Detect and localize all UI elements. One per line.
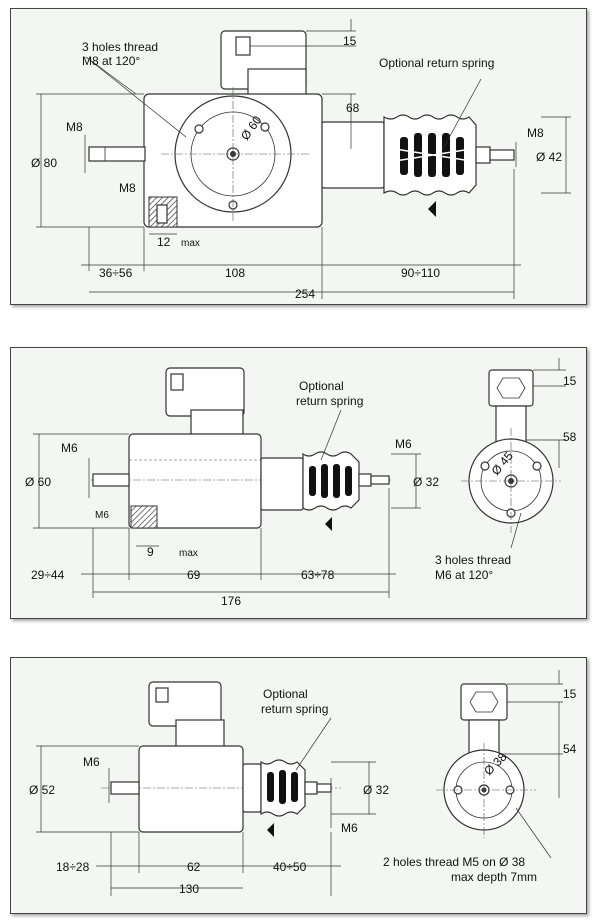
bellows-assembly: [260, 451, 390, 531]
dim-rod-left: M6: [61, 441, 78, 455]
drawing-panel-medium: Optional return spring M6 Ø 60 M6 9 max …: [10, 347, 587, 619]
end-view: [461, 369, 561, 533]
spring-note-line2: return spring: [261, 702, 328, 716]
holes-note-line1: 3 holes thread: [435, 553, 511, 567]
dimension-labels: Optional return spring M6 Ø 60 M6 9 max …: [25, 374, 577, 608]
spring-note: Optional return spring: [379, 56, 494, 70]
connector-housing: [220, 30, 307, 98]
drawing-panel-small: Optional return spring M6 Ø 52 Ø 32 M6 1…: [10, 657, 587, 914]
spring-note-line1: Optional: [263, 687, 308, 701]
dimension-lines: [33, 358, 566, 598]
mounting-lug: [148, 196, 178, 228]
dim-slot: 9: [147, 545, 154, 559]
dim-height: 58: [563, 430, 577, 444]
dim-rod-right: M8: [527, 126, 544, 140]
dim-bellows-diam: Ø 42: [536, 150, 562, 164]
dim-total: 176: [221, 594, 241, 608]
dim-rod-right: M6: [395, 437, 412, 451]
drawing-small: Optional return spring M6 Ø 52 Ø 32 M6 1…: [29, 670, 577, 896]
dim-rod-left: M8: [66, 120, 83, 134]
dim-left-stroke: 29÷44: [31, 568, 65, 582]
dim-rod-right: M6: [341, 821, 358, 835]
dim-max: max: [181, 238, 200, 249]
dim-rod-left: M6: [83, 755, 100, 769]
spring-note-line2: return spring: [296, 394, 363, 408]
connector-housing: [165, 367, 245, 437]
dim-bellows-diam: Ø 32: [363, 783, 389, 797]
dimension-lines: [36, 670, 563, 896]
dim-side-thread: M8: [119, 181, 136, 195]
left-rod: [88, 146, 146, 162]
drawing-large: 3 holes thread M8 at 120° Optional retur…: [31, 19, 571, 301]
dim-right-stroke: 90÷110: [401, 266, 440, 280]
dim-connector: 15: [343, 34, 357, 48]
mounting-lug: [130, 505, 158, 529]
dim-slot: 12: [157, 235, 171, 249]
solenoid-body: [143, 87, 323, 228]
dim-height: 68: [346, 101, 360, 115]
bellows-assembly: [321, 114, 515, 217]
dim-right-stroke: 40÷50: [273, 860, 307, 874]
dim-body-len: 62: [187, 860, 201, 874]
holes-note-line1: 2 holes thread M5 on Ø 38: [383, 855, 525, 869]
holes-note-line1: 3 holes thread: [82, 40, 158, 54]
dim-body-len: 108: [225, 266, 245, 280]
dim-body-diam: Ø 80: [31, 156, 57, 170]
dim-body-diam: Ø 60: [25, 475, 51, 489]
dim-max: max: [179, 548, 198, 559]
dim-side-thread: M6: [95, 510, 109, 521]
dim-height: 54: [563, 742, 577, 756]
holes-note-line2: M6 at 120°: [435, 568, 493, 582]
dim-right-stroke: 63÷78: [301, 568, 335, 582]
dim-connector: 15: [563, 687, 577, 701]
spring-note-line1: Optional: [299, 379, 344, 393]
holes-note-line2: max depth 7mm: [451, 870, 537, 884]
dim-left-stroke: 36÷56: [99, 266, 133, 280]
bellows-assembly: [242, 759, 332, 837]
dim-body-len: 69: [187, 568, 201, 582]
dim-left-stroke: 18÷28: [56, 860, 90, 874]
dim-connector: 15: [563, 374, 577, 388]
drawing-panel-large: 3 holes thread M8 at 120° Optional retur…: [10, 8, 587, 305]
left-rod: [110, 781, 140, 795]
left-rod: [92, 473, 130, 487]
dim-total: 254: [295, 287, 315, 301]
drawing-medium: Optional return spring M6 Ø 60 M6 9 max …: [25, 358, 577, 608]
dim-body-diam: Ø 52: [29, 783, 55, 797]
holes-note-line2: M8 at 120°: [82, 54, 140, 68]
dim-total: 130: [179, 882, 199, 896]
end-view: [436, 683, 536, 838]
connector-housing: [148, 681, 225, 749]
dim-bellows-diam: Ø 32: [413, 475, 439, 489]
dimension-lines: [36, 19, 571, 299]
